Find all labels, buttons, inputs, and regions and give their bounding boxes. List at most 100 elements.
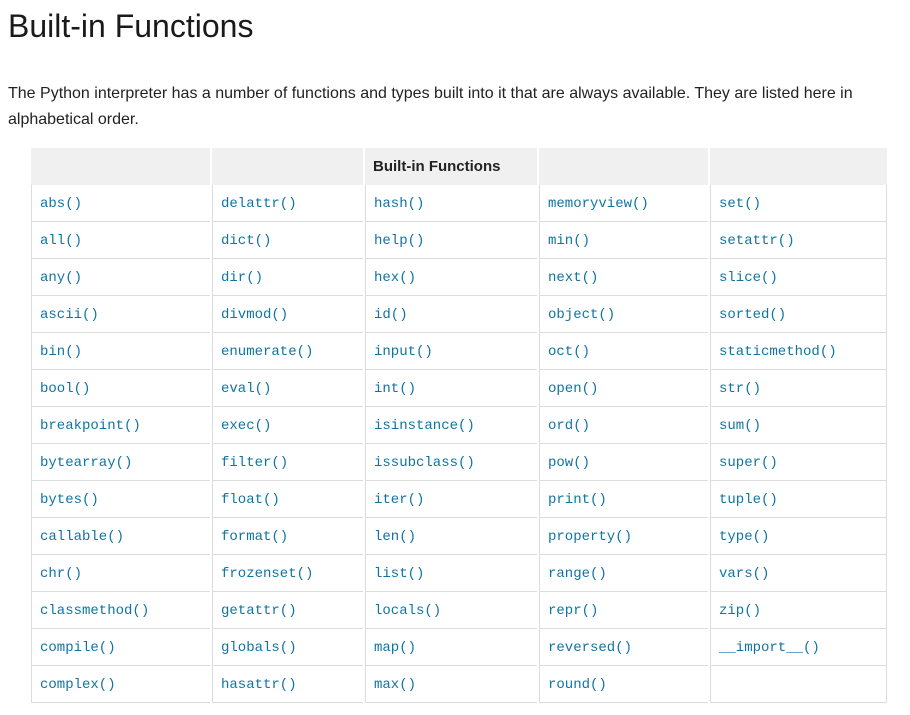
table-cell: set()	[710, 184, 887, 222]
function-link[interactable]: tuple()	[719, 491, 778, 508]
table-row: complex() hasattr() max() round()	[31, 665, 887, 703]
table-cell: divmod()	[212, 295, 363, 333]
function-link[interactable]: memoryview()	[548, 195, 649, 212]
table-cell: filter()	[212, 443, 363, 481]
table-cell: repr()	[539, 591, 708, 629]
function-link[interactable]: repr()	[548, 602, 599, 619]
function-link[interactable]: map()	[374, 639, 417, 656]
table-cell: frozenset()	[212, 554, 363, 592]
function-link[interactable]: chr()	[40, 565, 83, 582]
function-link[interactable]: property()	[548, 528, 633, 545]
function-link[interactable]: frozenset()	[221, 565, 314, 582]
function-link[interactable]: dict()	[221, 232, 272, 249]
function-link[interactable]: reversed()	[548, 639, 633, 656]
function-link[interactable]: range()	[548, 565, 607, 582]
table-cell: range()	[539, 554, 708, 592]
function-link[interactable]: globals()	[221, 639, 297, 656]
function-link[interactable]: bytearray()	[40, 454, 133, 471]
table-cell: input()	[365, 332, 537, 370]
function-link[interactable]: super()	[719, 454, 778, 471]
function-link[interactable]: ord()	[548, 417, 591, 434]
function-link[interactable]: isinstance()	[374, 417, 475, 434]
table-header-row: Built-in Functions	[31, 147, 887, 185]
function-link[interactable]: delattr()	[221, 195, 297, 212]
function-link[interactable]: ascii()	[40, 306, 99, 323]
function-link[interactable]: staticmethod()	[719, 343, 837, 360]
table-cell: chr()	[31, 554, 210, 592]
function-link[interactable]: classmethod()	[40, 602, 150, 619]
function-link[interactable]: format()	[221, 528, 289, 545]
function-link[interactable]: setattr()	[719, 232, 795, 249]
function-link[interactable]: vars()	[719, 565, 770, 582]
table-cell: sum()	[710, 406, 887, 444]
function-link[interactable]: min()	[548, 232, 591, 249]
function-link[interactable]: set()	[719, 195, 762, 212]
page: { "page": { "title": "Built-in Functions…	[8, 8, 902, 703]
table-cell: hasattr()	[212, 665, 363, 703]
table-header-cell-empty	[539, 147, 708, 185]
function-link[interactable]: filter()	[221, 454, 289, 471]
function-link[interactable]: print()	[548, 491, 607, 508]
table-cell: bytes()	[31, 480, 210, 518]
function-link[interactable]: zip()	[719, 602, 762, 619]
function-link[interactable]: str()	[719, 380, 762, 397]
function-link[interactable]: complex()	[40, 676, 116, 693]
function-link[interactable]: oct()	[548, 343, 591, 360]
table-header-title: Built-in Functions	[365, 147, 537, 185]
function-link[interactable]: next()	[548, 269, 599, 286]
function-link[interactable]: type()	[719, 528, 770, 545]
table-cell: vars()	[710, 554, 887, 592]
function-link[interactable]: any()	[40, 269, 83, 286]
function-link[interactable]: bin()	[40, 343, 83, 360]
function-link[interactable]: getattr()	[221, 602, 297, 619]
function-link[interactable]: divmod()	[221, 306, 289, 323]
function-link[interactable]: help()	[374, 232, 425, 249]
table-cell: len()	[365, 517, 537, 555]
function-link[interactable]: eval()	[221, 380, 272, 397]
function-link[interactable]: bytes()	[40, 491, 99, 508]
function-link[interactable]: list()	[374, 565, 425, 582]
function-link[interactable]: hasattr()	[221, 676, 297, 693]
function-link[interactable]: iter()	[374, 491, 425, 508]
table-cell: setattr()	[710, 221, 887, 259]
function-link[interactable]: callable()	[40, 528, 125, 545]
function-link[interactable]: exec()	[221, 417, 272, 434]
function-link[interactable]: compile()	[40, 639, 116, 656]
function-link[interactable]: locals()	[374, 602, 442, 619]
function-link[interactable]: hex()	[374, 269, 417, 286]
table-cell: float()	[212, 480, 363, 518]
function-link[interactable]: all()	[40, 232, 83, 249]
table-cell: open()	[539, 369, 708, 407]
function-link[interactable]: len()	[374, 528, 417, 545]
function-link[interactable]: sorted()	[719, 306, 787, 323]
table-cell: __import__()	[710, 628, 887, 666]
function-link[interactable]: id()	[374, 306, 408, 323]
table-cell: globals()	[212, 628, 363, 666]
function-link[interactable]: pow()	[548, 454, 591, 471]
table-cell: eval()	[212, 369, 363, 407]
table-row: ascii() divmod() id() object() sorted()	[31, 295, 887, 333]
function-link[interactable]: dir()	[221, 269, 264, 286]
function-link[interactable]: slice()	[719, 269, 778, 286]
function-link[interactable]: float()	[221, 491, 280, 508]
function-link[interactable]: sum()	[719, 417, 762, 434]
table-cell: ascii()	[31, 295, 210, 333]
function-link[interactable]: enumerate()	[221, 343, 314, 360]
function-link[interactable]: breakpoint()	[40, 417, 141, 434]
table-row: breakpoint() exec() isinstance() ord() sum()	[31, 406, 887, 444]
function-link[interactable]: hash()	[374, 195, 425, 212]
table-cell: str()	[710, 369, 887, 407]
table-cell: getattr()	[212, 591, 363, 629]
function-link[interactable]: round()	[548, 676, 607, 693]
function-link[interactable]: abs()	[40, 195, 83, 212]
function-link[interactable]: max()	[374, 676, 417, 693]
function-link[interactable]: object()	[548, 306, 616, 323]
table-cell: hash()	[365, 184, 537, 222]
function-link[interactable]: __import__()	[719, 639, 820, 656]
function-link[interactable]: bool()	[40, 380, 91, 397]
function-link[interactable]: int()	[374, 380, 417, 397]
function-link[interactable]: input()	[374, 343, 433, 360]
function-link[interactable]: open()	[548, 380, 599, 397]
function-link[interactable]: issubclass()	[374, 454, 475, 471]
table-cell: zip()	[710, 591, 887, 629]
